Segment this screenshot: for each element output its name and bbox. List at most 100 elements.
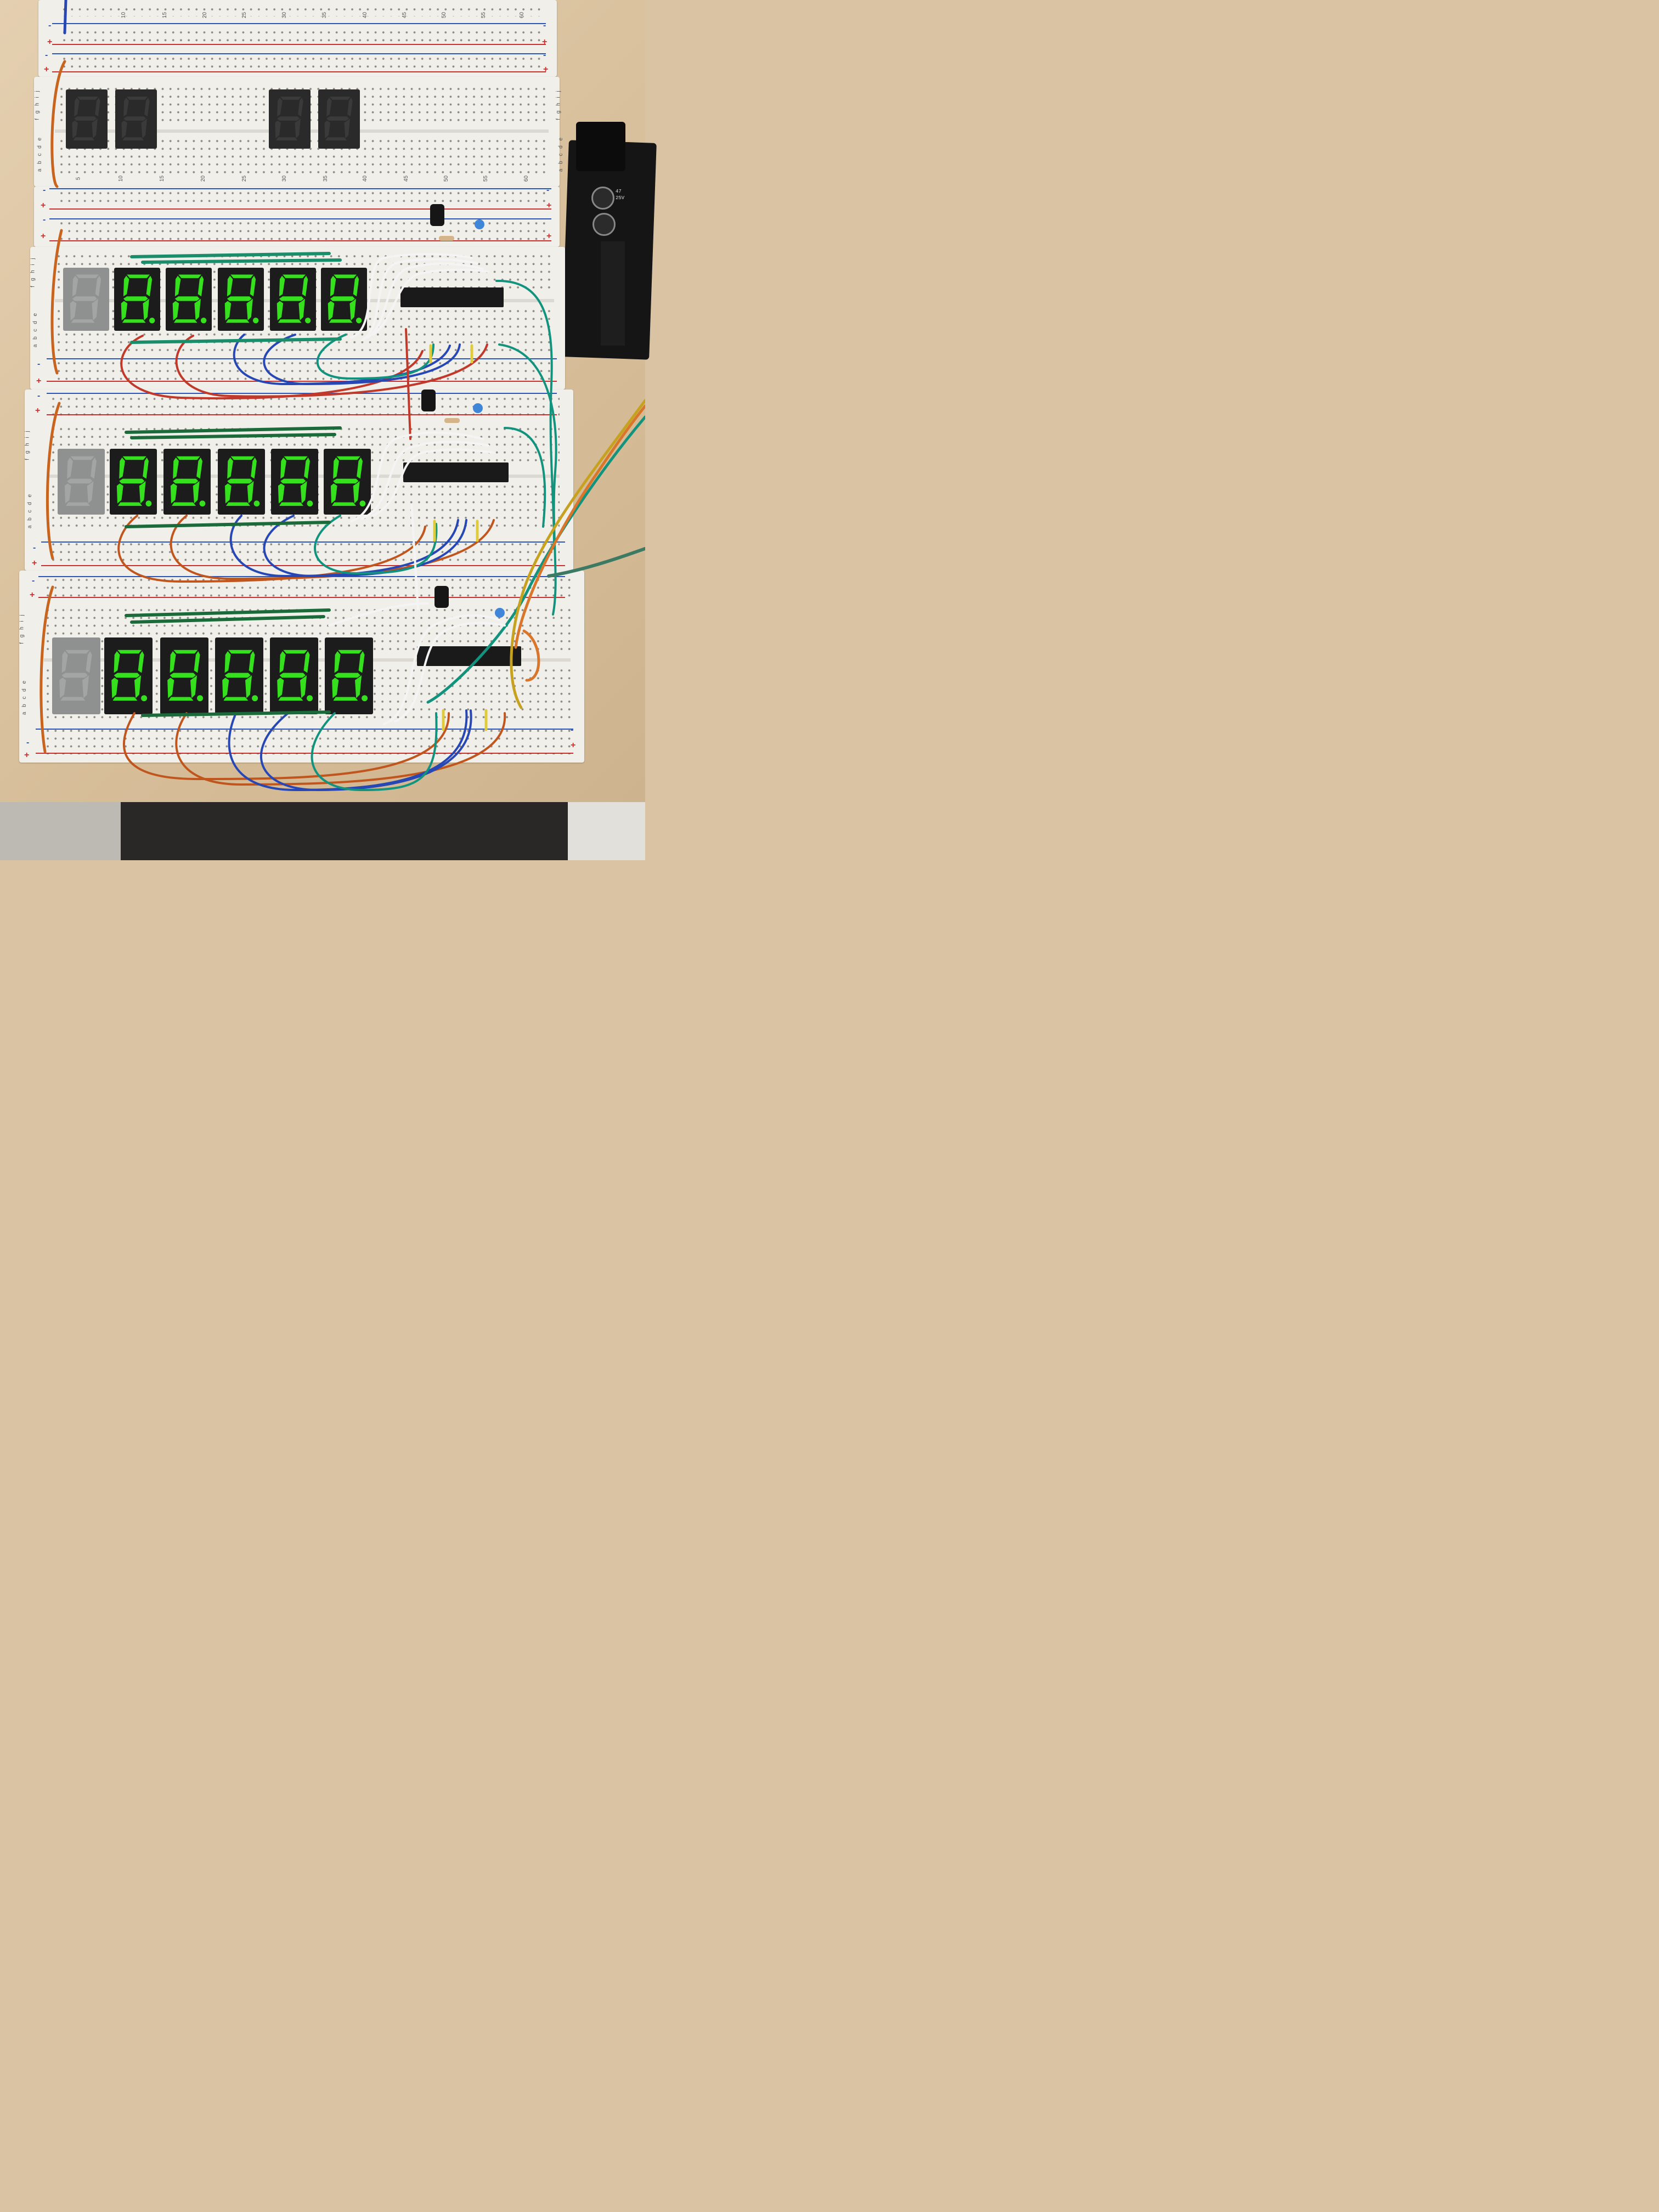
segment <box>276 137 298 140</box>
segment <box>278 697 303 701</box>
white-wire <box>328 602 429 627</box>
minus-sign: - <box>33 543 36 552</box>
segment <box>333 478 359 484</box>
plus-sign: + <box>32 558 37 568</box>
seven-segment-digit <box>66 89 108 149</box>
segment <box>143 298 149 321</box>
segment <box>333 697 358 701</box>
segment <box>278 483 285 504</box>
white-wire <box>410 504 419 610</box>
segment <box>280 478 306 484</box>
segment <box>347 98 353 117</box>
shift-register-chip <box>400 287 504 307</box>
segment <box>174 296 200 301</box>
teal-wire <box>504 427 546 528</box>
decimal-point <box>200 317 207 324</box>
teal-wire <box>311 712 438 792</box>
red-wire <box>175 335 488 398</box>
segment <box>74 116 97 121</box>
segment <box>92 119 98 139</box>
orange-wire <box>514 404 645 649</box>
segment <box>71 319 95 323</box>
segment <box>334 274 357 278</box>
seven-segment-digit <box>52 637 100 714</box>
minus-sign: - <box>32 576 35 585</box>
segment <box>279 673 306 678</box>
green-jumper <box>130 337 342 344</box>
shift-register-chip <box>417 646 521 666</box>
plus-sign: + <box>24 751 30 760</box>
seven-segment-digit <box>160 637 208 714</box>
plus-sign: + <box>41 201 46 210</box>
decimal-point <box>199 500 206 507</box>
segment <box>303 651 310 673</box>
teal-wire <box>314 515 438 575</box>
white-wire <box>372 448 495 517</box>
hole-grid <box>44 727 571 754</box>
segment <box>172 502 196 506</box>
decimal-point <box>307 500 313 507</box>
segment <box>122 319 146 323</box>
rail-positive <box>41 565 565 566</box>
white-wire <box>366 262 484 338</box>
segment <box>67 457 73 479</box>
blue-wire <box>229 515 459 578</box>
minus-sign: - <box>543 21 546 30</box>
segment <box>246 298 253 321</box>
segment <box>280 97 301 100</box>
decimal-point <box>253 500 260 507</box>
seven-segment-digit <box>318 89 360 149</box>
segment <box>73 137 95 140</box>
segment <box>334 651 341 673</box>
segment <box>86 651 92 673</box>
segment <box>227 478 253 484</box>
segment <box>173 457 179 479</box>
shift-register-chip <box>403 462 509 482</box>
segment <box>87 481 94 504</box>
minus-sign: - <box>546 185 550 195</box>
minus-sign: - <box>43 215 46 224</box>
segment <box>279 502 304 506</box>
decimal-point <box>252 695 258 702</box>
segment <box>144 98 150 117</box>
segment <box>193 481 200 504</box>
rail-negative <box>52 23 546 24</box>
segment <box>174 275 181 297</box>
segment <box>72 296 97 301</box>
teal-wire <box>316 334 435 380</box>
seven-segment-digit <box>166 268 212 331</box>
segment <box>223 697 249 701</box>
decimal-point <box>145 500 152 507</box>
seven-segment-digit <box>271 449 318 515</box>
red-wire <box>120 335 424 400</box>
hole-grid <box>58 219 549 241</box>
segment <box>349 298 356 321</box>
plus-sign: + <box>546 232 552 241</box>
segment <box>326 116 349 121</box>
segment <box>126 97 148 100</box>
green-jumper <box>125 521 331 528</box>
seven-segment-digit <box>218 268 264 331</box>
rail-negative <box>41 541 565 543</box>
orange-wire <box>50 60 66 188</box>
rail-negative <box>47 358 557 359</box>
segment <box>66 502 91 506</box>
segment <box>112 697 138 701</box>
arduino-capacitor <box>591 187 614 210</box>
segment <box>70 456 94 460</box>
segment <box>92 298 98 321</box>
minus-sign: - <box>571 725 574 735</box>
segment <box>333 457 339 479</box>
segment <box>59 678 66 698</box>
rail-positive <box>47 381 557 382</box>
segment <box>276 301 284 321</box>
green-jumper <box>141 258 342 264</box>
seven-segment-digit <box>269 89 311 149</box>
segment <box>302 275 308 297</box>
hole-grid <box>58 189 549 206</box>
segment <box>77 97 98 100</box>
segment <box>277 98 283 117</box>
capacitor-value-text: 47 <box>616 189 622 194</box>
seven-segment-digit <box>270 268 316 331</box>
minus-sign: - <box>26 738 30 747</box>
